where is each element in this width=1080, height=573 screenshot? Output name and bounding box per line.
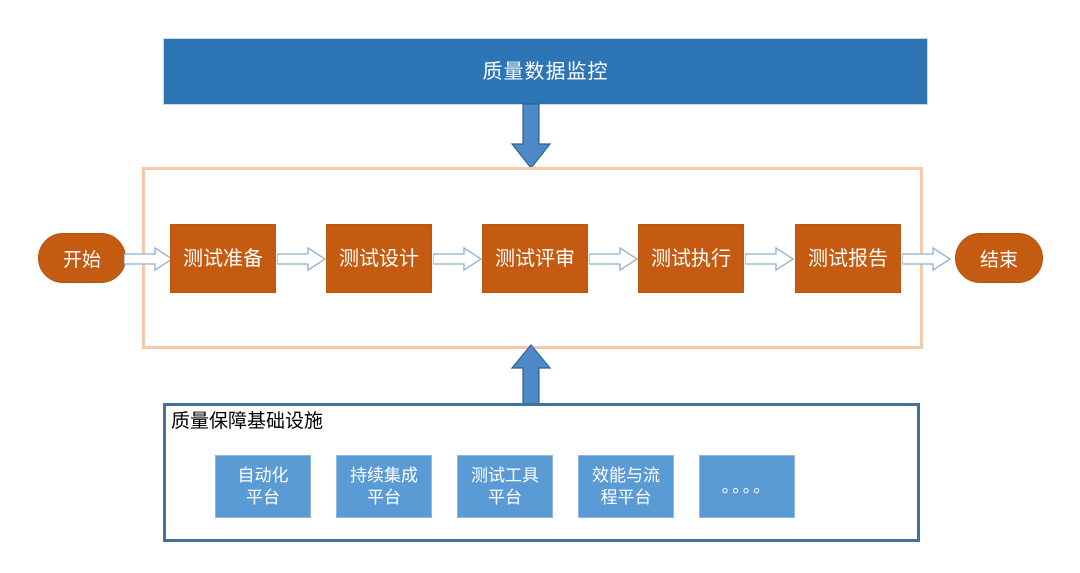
platform-label-line2: 程平台 xyxy=(600,487,652,507)
quality-data-monitoring-banner: 质量数据监控 xyxy=(163,38,928,105)
quality-infrastructure-box: 质量保障基础设施 自动化 平台 持续集成 平台 测试工具 平台 xyxy=(163,403,920,542)
flow-start-terminal: 开始 xyxy=(38,233,126,283)
platform-item-efficiency-process: 效能与流 程平台 xyxy=(578,455,674,518)
platform-item-automation-label: 自动化 平台 xyxy=(238,465,289,508)
platform-item-more-label: 。。。。 xyxy=(721,476,773,496)
platform-label-line1: 效能与流 xyxy=(592,466,660,486)
flow-end-terminal: 结束 xyxy=(955,233,1043,283)
test-process-flow: 开始 测试准备 测试设计 测试评审 测试执行 测试 xyxy=(0,224,1080,294)
down-arrow-icon xyxy=(510,103,552,169)
platform-label-line1: 测试工具 xyxy=(471,466,539,486)
flow-step-3-label: 测试评审 xyxy=(495,247,575,270)
platform-item-test-tools: 测试工具 平台 xyxy=(457,455,553,518)
flow-step-5: 测试报告 xyxy=(795,224,901,293)
platform-label-line2: 平台 xyxy=(246,487,280,507)
flow-step-2: 测试设计 xyxy=(326,224,432,293)
flow-arrow-icon xyxy=(277,246,327,272)
up-arrow-icon xyxy=(510,344,552,406)
platform-item-efficiency-process-label: 效能与流 程平台 xyxy=(592,465,660,508)
flow-step-1-label: 测试准备 xyxy=(183,247,263,270)
flow-step-1: 测试准备 xyxy=(170,224,276,293)
platform-label-line2: 平台 xyxy=(488,487,522,507)
quality-data-monitoring-label: 质量数据监控 xyxy=(482,60,609,83)
flow-arrow-icon xyxy=(589,246,639,272)
flow-start-label: 开始 xyxy=(62,249,101,271)
platform-item-continuous-integration: 持续集成 平台 xyxy=(336,455,432,518)
platform-label-line1: 自动化 xyxy=(237,466,289,486)
flow-arrow-icon xyxy=(745,246,795,272)
flow-step-5-label: 测试报告 xyxy=(808,247,888,270)
flow-end-label: 结束 xyxy=(979,249,1018,271)
platform-item-test-tools-label: 测试工具 平台 xyxy=(471,465,539,508)
flow-step-4: 测试执行 xyxy=(638,224,744,293)
platform-list: 自动化 平台 持续集成 平台 测试工具 平台 效能与流 程平台 xyxy=(215,455,795,518)
platform-label-line2: 平台 xyxy=(367,487,401,507)
platform-label-line1: 持续集成 xyxy=(350,466,418,486)
quality-infrastructure-title: 质量保障基础设施 xyxy=(171,411,324,432)
platform-item-continuous-integration-label: 持续集成 平台 xyxy=(350,465,418,508)
flow-step-2-label: 测试设计 xyxy=(339,247,419,270)
flow-arrow-icon xyxy=(433,246,483,272)
flow-arrow-icon xyxy=(124,246,174,272)
platform-item-more: 。。。。 xyxy=(699,455,795,518)
flow-step-3: 测试评审 xyxy=(482,224,588,293)
flow-arrow-icon xyxy=(902,246,952,272)
platform-item-automation: 自动化 平台 xyxy=(215,455,311,518)
flow-step-4-label: 测试执行 xyxy=(651,247,731,270)
